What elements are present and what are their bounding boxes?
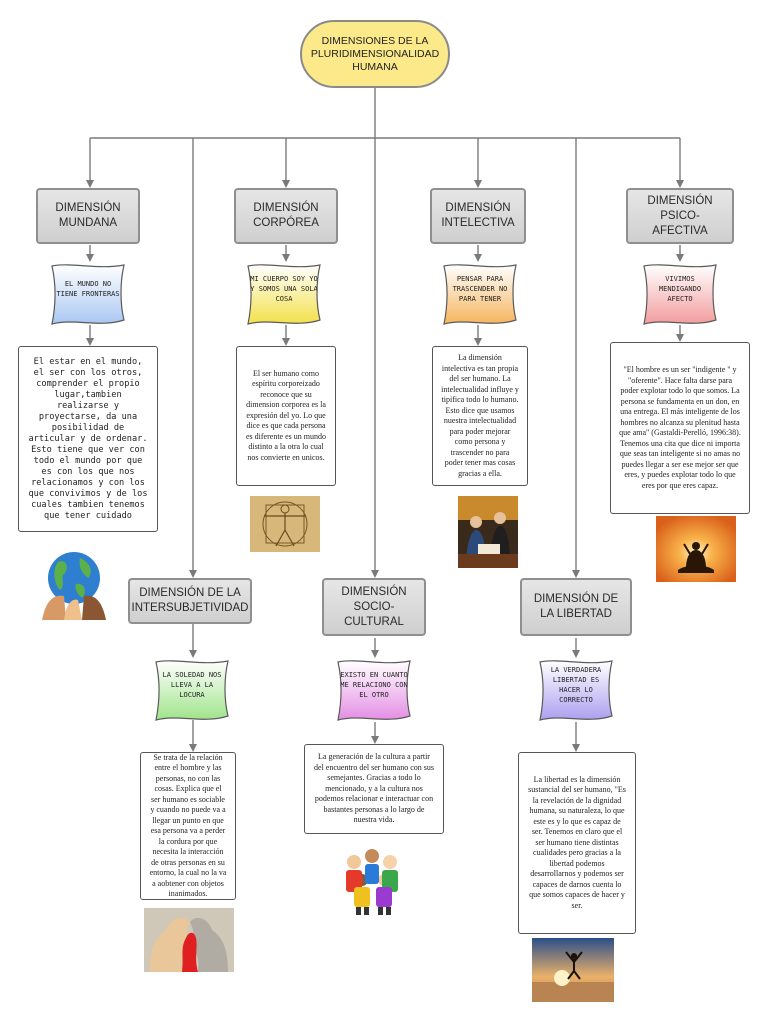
dimension-corporea-box: DIMENSIÓN CORPÓREA xyxy=(234,188,338,244)
note-intelectiva: La dimensión intelectiva es tan propia d… xyxy=(432,346,528,486)
note-mundana: El estar en el mundo, el ser con los otr… xyxy=(18,346,158,532)
note-intersubjetividad: Se trata de la relación entre el hombre … xyxy=(140,752,236,900)
note-psicoafectiva: "El hombre es un ser "indigente " y "ofe… xyxy=(610,342,750,514)
tag-psicoafectiva: VIVIMOS MENDIGANDO AFECTO xyxy=(642,262,718,326)
tag-text: EL MUNDO NO TIENE FRONTERAS xyxy=(56,280,120,298)
tag-text: VIVIMOS MENDIGANDO AFECTO xyxy=(658,275,702,303)
dimension-label: DIMENSIÓN CORPÓREA xyxy=(253,202,319,229)
dimension-libertad-box: DIMENSIÓN DE LA LIBERTAD xyxy=(520,578,632,636)
tag-libertad: LA VERDADERA LIBERTAD ES HACER LO CORREC… xyxy=(538,658,614,722)
dimension-intelectiva-box: DIMENSIÓN INTELECTIVA xyxy=(430,188,526,244)
note-corporea: El ser humano como espíritu corporeizado… xyxy=(236,346,336,486)
tag-sociocultural: EXISTO EN CUANTO ME RELACIONO CON EL OTR… xyxy=(336,658,412,722)
note-text: Se trata de la relación entre el hombre … xyxy=(149,752,227,899)
dimension-label: DIMENSIÓN SOCIO-CULTURAL xyxy=(341,585,407,628)
note-text: "El hombre es un ser "indigente " y "ofe… xyxy=(619,365,741,490)
tag-text: LA SOLEDAD NOS LLEVA A LA LOCURA xyxy=(162,671,222,699)
note-text: La dimensión intelectiva es tan propia d… xyxy=(441,353,519,478)
vitruvian-man-image xyxy=(250,496,320,552)
dimension-label: DIMENSIÓN PSICO-AFECTIVA xyxy=(647,194,713,237)
beach-jump-image xyxy=(532,938,614,1002)
dimension-label: DIMENSIÓN MUNDANA xyxy=(55,202,121,229)
tag-text: EXISTO EN CUANTO ME RELACIONO CON EL OTR… xyxy=(340,671,408,699)
note-text: La libertad es la dimensión sustancial d… xyxy=(528,774,626,910)
tag-intelectiva: PENSAR PARA TRASCENDER NO PARA TENER xyxy=(442,262,518,326)
dimension-label: DIMENSIÓN DE LA INTERSUBJETIVIDAD xyxy=(131,587,249,614)
root-title: DIMENSIONES DE LA PLURIDIMENSIONALIDAD H… xyxy=(310,34,440,73)
dimension-mundana-box: DIMENSIÓN MUNDANA xyxy=(36,188,140,244)
dimension-sociocultural-box: DIMENSIÓN SOCIO-CULTURAL xyxy=(322,578,426,636)
note-libertad: La libertad es la dimensión sustancial d… xyxy=(518,752,636,934)
tag-mundana: EL MUNDO NO TIENE FRONTERAS xyxy=(50,262,126,326)
root-node: DIMENSIONES DE LA PLURIDIMENSIONALIDAD H… xyxy=(300,20,450,88)
tag-intersubjetividad: LA SOLEDAD NOS LLEVA A LA LOCURA xyxy=(154,658,230,722)
puzzle-heads-image xyxy=(144,908,234,972)
children-group-image xyxy=(336,842,408,920)
tag-corporea: MI CUERPO SOY YO Y SOMOS UNA SOLA COSA xyxy=(246,262,322,326)
dimension-psicoafectiva-box: DIMENSIÓN PSICO-AFECTIVA xyxy=(626,188,734,244)
dimension-intersubjetividad-box: DIMENSIÓN DE LA INTERSUBJETIVIDAD xyxy=(128,578,252,624)
globe-hands-image xyxy=(36,548,112,620)
dimension-label: DIMENSIÓN INTELECTIVA xyxy=(441,202,515,229)
scholars-image xyxy=(458,496,518,568)
meditation-image xyxy=(656,516,736,582)
tag-text: PENSAR PARA TRASCENDER NO PARA TENER xyxy=(452,275,508,303)
tag-text: MI CUERPO SOY YO Y SOMOS UNA SOLA COSA xyxy=(250,275,318,303)
note-text: El ser humano como espíritu corporeizado… xyxy=(246,368,326,462)
note-sociocultural: La generación de la cultura a partir del… xyxy=(304,744,444,834)
tag-text: LA VERDADERA LIBERTAD ES HACER LO CORREC… xyxy=(550,666,602,704)
note-text: El estar en el mundo, el ser con los otr… xyxy=(28,356,148,521)
note-text: La generación de la cultura a partir del… xyxy=(314,752,434,825)
dimension-label: DIMENSIÓN DE LA LIBERTAD xyxy=(533,593,619,620)
